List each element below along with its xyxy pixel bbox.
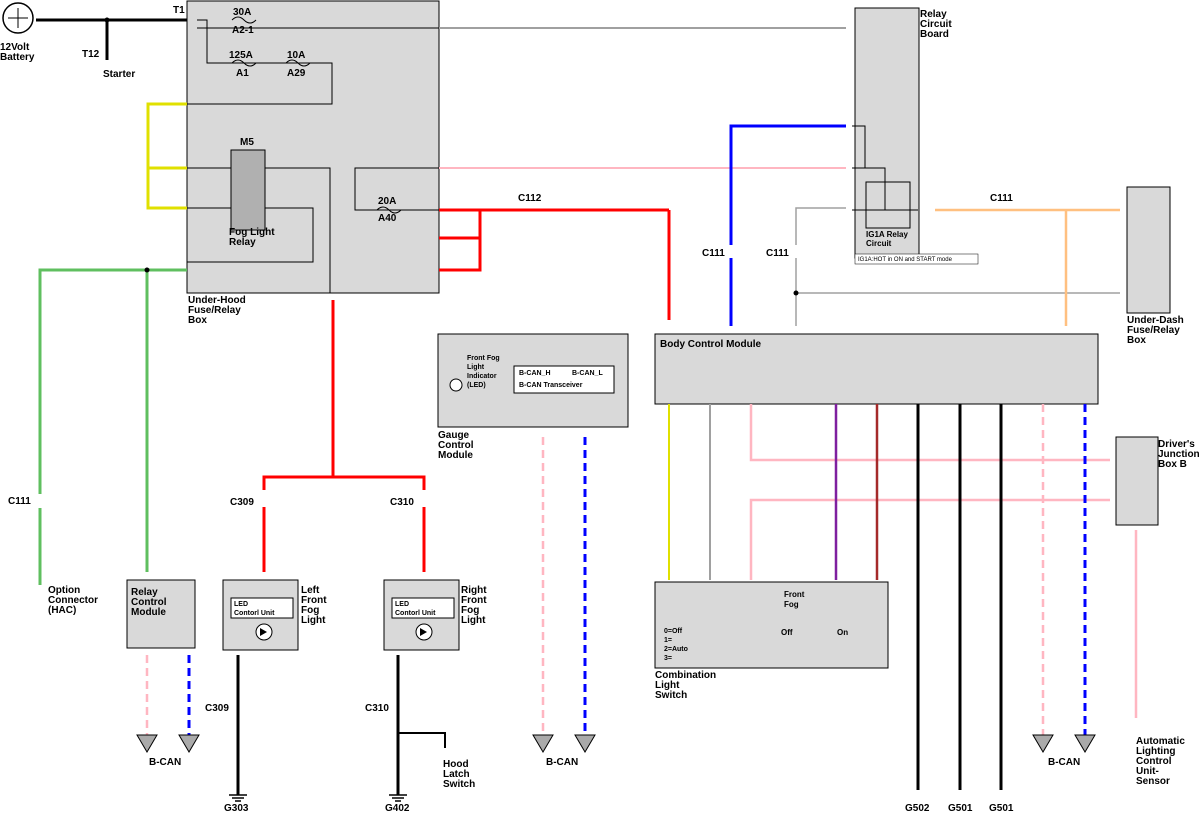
fuse-2-id: A1 [236, 68, 249, 79]
fuse-icon [231, 16, 257, 24]
fuse-3-amp: 10A [287, 50, 306, 61]
ig1a-label: IG1A Relay Circuit [866, 230, 908, 248]
g502-label: G502 [905, 803, 930, 814]
on-label: On [837, 628, 849, 637]
bcm-label: Body Control Module [660, 339, 762, 350]
front-fog-label: Front Fog [784, 590, 805, 609]
fuse-3-id: A29 [287, 68, 306, 79]
indicator-led-icon [449, 378, 463, 392]
fuse-1-id: A2-1 [232, 25, 254, 36]
connector-c310-a: C310 [390, 497, 414, 508]
fuse-4-amp: 20A [378, 196, 397, 207]
right-fog-label: Right Front Fog Light [461, 585, 487, 626]
underdash-box [1126, 186, 1171, 314]
off-label: Off [781, 628, 793, 637]
bcm-box [654, 333, 1099, 405]
fuse-icon [285, 59, 311, 67]
connector-c112: C112 [518, 193, 542, 204]
underhood-label: Under-Hood Fuse/Relay Box [188, 295, 246, 326]
relay-board-label: Relay Circuit Board [920, 9, 952, 40]
fuse-icon [376, 206, 402, 214]
bcan-label-2: B-CAN [546, 757, 579, 768]
wire-red-38 [262, 300, 335, 490]
wire-yel [146, 102, 187, 210]
connector-c111-d: C111 [8, 496, 31, 507]
connector-c309-a: C309 [230, 497, 254, 508]
left-fog-label: Left Front Fog Light [301, 585, 327, 626]
bcan-l-label: B-CAN_L [572, 370, 603, 377]
gauge-label: Gauge Control Module [438, 430, 474, 461]
g402-label: G402 [385, 803, 410, 814]
connector-t12: T12 [82, 49, 100, 60]
m5-label: M5 [240, 137, 254, 148]
led-unit-right: LED Contorl Unit [395, 601, 436, 617]
fog-relay-label: Fog Light Relay [229, 227, 275, 248]
auto-light-label: Automatic Lighting Control Unit- Sensor [1136, 736, 1185, 787]
relay-ctrl-label: Relay Control Module [131, 587, 167, 618]
relay-control-box [126, 579, 196, 649]
bcan-label-1: B-CAN [149, 757, 182, 768]
connector-c111-a: C111 [990, 193, 1013, 204]
g501-label-1: G501 [948, 803, 973, 814]
led-unit-left: LED Contorl Unit [234, 601, 275, 617]
bcan-trans-label: B-CAN Transceiver [519, 382, 583, 389]
djb-label: Driver's Junction Box B [1158, 439, 1200, 470]
connector-c310-b: C310 [365, 703, 389, 714]
ig1a-note: IG1A:HOT in ON and START mode [858, 257, 952, 263]
option-label: Option Connector (HAC) [48, 585, 98, 616]
fuse-icon [231, 59, 257, 67]
connector-c309-b: C309 [205, 703, 229, 714]
legend-label: 0=Off 1= 2=Auto 3= [664, 628, 688, 662]
starter-label: Starter [103, 69, 136, 80]
g501-label-2: G501 [989, 803, 1014, 814]
fuse-4-id: A40 [378, 213, 397, 224]
combo-label: Combination Light Switch [655, 670, 717, 701]
connector-c111-b: C111 [702, 248, 725, 259]
hood-label: Hood Latch Switch [443, 759, 476, 790]
connector-c111-c: C111 [766, 248, 789, 259]
bcan-h-label: B-CAN_H [519, 370, 551, 377]
fuse-1-amp: 30A [233, 7, 252, 18]
wire-green [38, 268, 187, 494]
bcan-label-3: B-CAN [1048, 757, 1081, 768]
combo-switch-box [654, 581, 889, 669]
g303-label: G303 [224, 803, 249, 814]
wire-blu [729, 124, 846, 245]
connector-t1: T1 [173, 5, 185, 16]
djb-box [1115, 436, 1159, 526]
fog-relay-block [230, 149, 266, 231]
underdash-label: Under-Dash Fuse/Relay Box [1127, 315, 1184, 346]
battery-label: 12Volt Battery [0, 42, 35, 63]
fuse-2-amp: 125A [229, 50, 253, 61]
gauge-indicator-label: Front Fog Light Indicator (LED) [467, 355, 500, 389]
